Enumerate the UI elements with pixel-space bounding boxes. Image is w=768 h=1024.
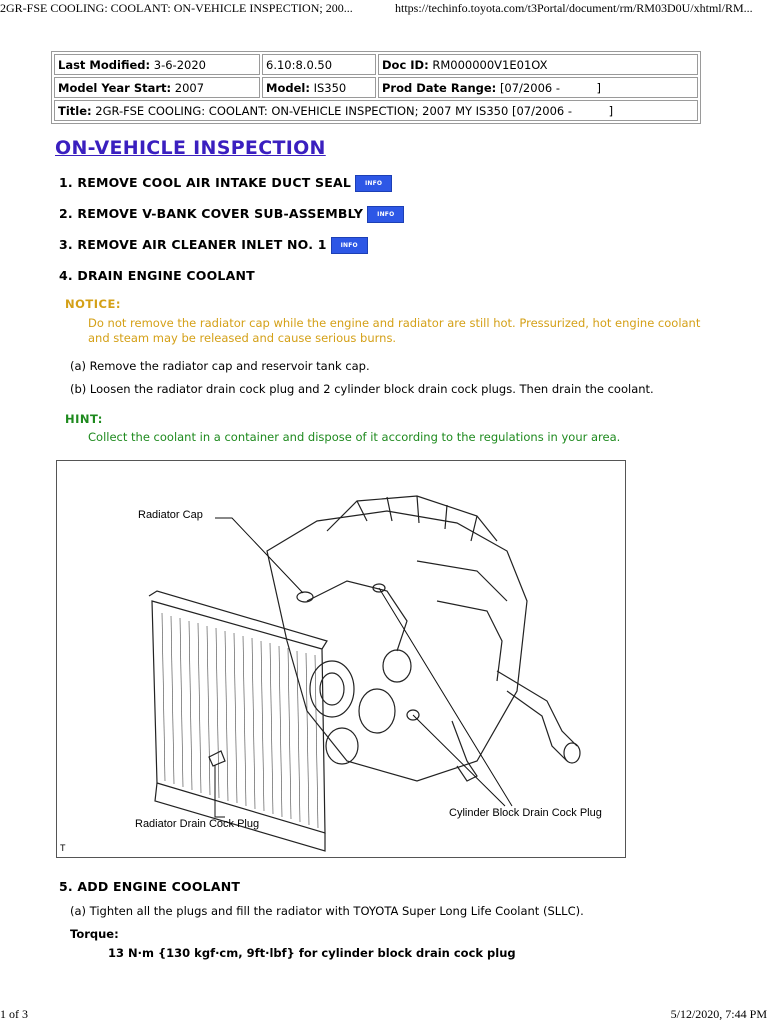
substep-4a: (a) Remove the radiator cap and reservoi…: [70, 359, 370, 373]
print-footer-datetime: 5/12/2020, 7:44 PM: [670, 1007, 767, 1021]
substep-5a: (a) Tighten all the plugs and fill the r…: [70, 904, 584, 918]
print-footer-page: 1 of 3: [0, 1007, 28, 1021]
hint-heading: HINT:: [65, 412, 103, 426]
print-header-title: 2GR-FSE COOLING: COOLANT: ON-VEHICLE INS…: [0, 1, 353, 15]
figure-corner-mark: T: [60, 843, 66, 853]
model-year-value: 2007: [174, 80, 205, 95]
prod-date-label: Prod Date Range:: [382, 80, 497, 95]
step-4: 4. DRAIN ENGINE COOLANT: [59, 268, 255, 283]
cylinder-plug-leader-2: [412, 714, 506, 807]
last-modified-cell: Last Modified: 3-6-2020: [54, 54, 260, 75]
prod-date-cell: Prod Date Range: [07/2006 - ]: [378, 77, 698, 98]
model-value: IS350: [313, 80, 347, 95]
version-value: 6.10:8.0.50: [266, 57, 333, 72]
last-modified-label: Last Modified:: [58, 57, 151, 72]
version-cell: 6.10:8.0.50: [262, 54, 376, 75]
torque-value: 13 N·m {130 kgf·cm, 9ft·lbf} for cylinde…: [108, 946, 516, 960]
title-cell: Title: 2GR-FSE COOLING: COOLANT: ON-VEHI…: [54, 100, 698, 121]
model-year-label: Model Year Start:: [58, 80, 172, 95]
drain-cock-leader: [214, 765, 225, 818]
step-2-label: 2. REMOVE V-BANK COVER SUB-ASSEMBLY: [59, 206, 364, 221]
model-year-cell: Model Year Start: 2007: [54, 77, 260, 98]
step-4-label: 4. DRAIN ENGINE COOLANT: [59, 268, 255, 283]
engine-block-outline: [266, 510, 528, 782]
step-5: 5. ADD ENGINE COOLANT: [59, 879, 240, 894]
notice-line-1: Do not remove the radiator cap while the…: [88, 316, 701, 330]
info-button-step-3[interactable]: INFO: [330, 237, 368, 254]
model-cell: Model: IS350: [262, 77, 376, 98]
cylinder-plug-leader-1: [378, 587, 513, 807]
info-button-step-2[interactable]: INFO: [367, 206, 405, 223]
engine-illustration: Radiator Cap Radiator Drain Cock Plug Cy…: [56, 460, 626, 858]
title-label: Title:: [58, 103, 92, 118]
radiator-cap-shape: [296, 591, 314, 603]
notice-line-2: and steam may be released and cause seri…: [88, 331, 397, 345]
doc-id-label: Doc ID:: [382, 57, 429, 72]
substep-4b: (b) Loosen the radiator drain cock plug …: [70, 382, 654, 396]
radiator-outline: [151, 600, 326, 834]
step-5-label: 5. ADD ENGINE COOLANT: [59, 879, 241, 894]
last-modified-value: 3-6-2020: [153, 57, 206, 72]
engine-drawing: [148, 495, 581, 852]
radiator-drain-cock-shape: [208, 750, 226, 767]
doc-id-cell: Doc ID: RM000000V1E01OX: [378, 54, 698, 75]
model-label: Model:: [266, 80, 310, 95]
torque-heading: Torque:: [70, 927, 119, 941]
print-header-url: https://techinfo.toyota.com/t3Portal/doc…: [395, 1, 753, 15]
label-radiator-cap: Radiator Cap: [138, 509, 203, 521]
step-3-label: 3. REMOVE AIR CLEANER INLET NO. 1: [59, 237, 327, 252]
prod-date-value: [07/2006 - ]: [499, 80, 602, 95]
doc-id-value: RM000000V1E01OX: [432, 57, 548, 72]
notice-heading: NOTICE:: [65, 297, 121, 311]
page-title: ON-VEHICLE INSPECTION: [55, 137, 326, 159]
hint-body: Collect the coolant in a container and d…: [88, 430, 621, 444]
label-cylinder-block-drain-cock-plug: Cylinder Block Drain Cock Plug: [449, 807, 602, 819]
document-metadata-table: Last Modified: 3-6-2020 6.10:8.0.50 Doc …: [51, 51, 701, 124]
browser-print-footer: 1 of 3 5/12/2020, 7:44 PM: [0, 1007, 768, 1023]
browser-print-header: 2GR-FSE COOLING: COOLANT: ON-VEHICLE INS…: [0, 0, 768, 18]
notice-body: Do not remove the radiator cap while the…: [88, 316, 708, 346]
label-radiator-drain-cock-plug: Radiator Drain Cock Plug: [135, 818, 260, 830]
info-button-step-1[interactable]: INFO: [354, 175, 393, 192]
step-1-label: 1. REMOVE COOL AIR INTAKE DUCT SEAL: [59, 175, 351, 190]
radiator-cap-leader: [215, 517, 304, 594]
title-value: 2GR-FSE COOLING: COOLANT: ON-VEHICLE INS…: [95, 103, 614, 118]
